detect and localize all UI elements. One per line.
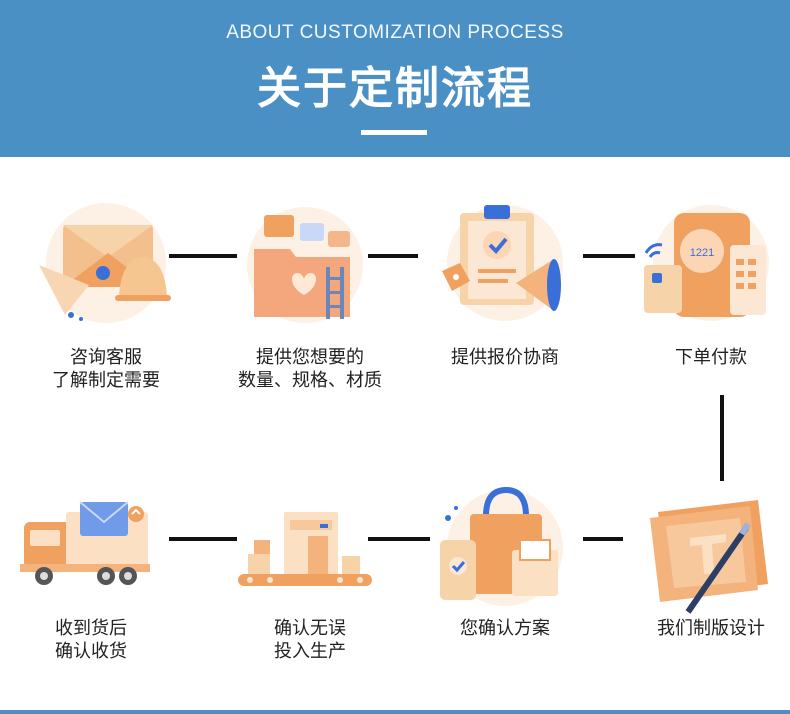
- step-requirements: [230, 193, 380, 343]
- step-confirm-plan: [430, 478, 580, 628]
- connector-3-4: [583, 254, 635, 258]
- connector-2-3: [368, 254, 418, 258]
- header-title: 关于定制流程: [257, 63, 533, 114]
- step-payment: 1221: [636, 193, 786, 343]
- header-banner: ABOUT CUSTOMIZATION PROCESS 关于定制流程: [0, 0, 790, 157]
- step-receive: [10, 478, 160, 628]
- conveyor-machine-icon: [238, 512, 372, 586]
- folder-ladder-icon: [247, 207, 363, 323]
- step-quote-label: 提供报价协商: [451, 347, 559, 368]
- blueprint-pen-icon: [650, 500, 768, 614]
- footer-line: [0, 710, 790, 714]
- connector-1-2: [169, 254, 237, 258]
- connector-7-8: [169, 537, 237, 541]
- connector-6-7: [368, 537, 430, 541]
- card-payment-icon: 1221: [644, 205, 769, 321]
- delivery-truck-icon: [20, 501, 150, 585]
- envelope-bell-icon: [39, 203, 171, 323]
- connector-5-6: [583, 537, 623, 541]
- step-requirements-label: 提供您想要的 数量、规格、材质: [238, 347, 382, 391]
- step-consult-label: 咨询客服 了解制定需要: [52, 347, 160, 391]
- step-confirm-plan-label: 您确认方案: [460, 618, 550, 639]
- header-subtitle: ABOUT CUSTOMIZATION PROCESS: [226, 22, 564, 43]
- title-underline: [361, 130, 427, 135]
- svg-text:1221: 1221: [690, 247, 714, 259]
- step-consult: [31, 193, 181, 343]
- step-quote: [430, 193, 580, 343]
- step-payment-label: 下单付款: [675, 347, 747, 368]
- step-design-label: 我们制版设计: [657, 618, 765, 639]
- step-receive-label: 收到货后 确认收货: [55, 618, 127, 662]
- step-production-label: 确认无误 投入生产: [274, 618, 346, 662]
- shopping-bag-phone-icon: [440, 486, 563, 606]
- step-production: [230, 478, 380, 628]
- clipboard-megaphone-icon: [442, 205, 563, 321]
- connector-4-5: [720, 395, 724, 481]
- step-design: [636, 478, 786, 628]
